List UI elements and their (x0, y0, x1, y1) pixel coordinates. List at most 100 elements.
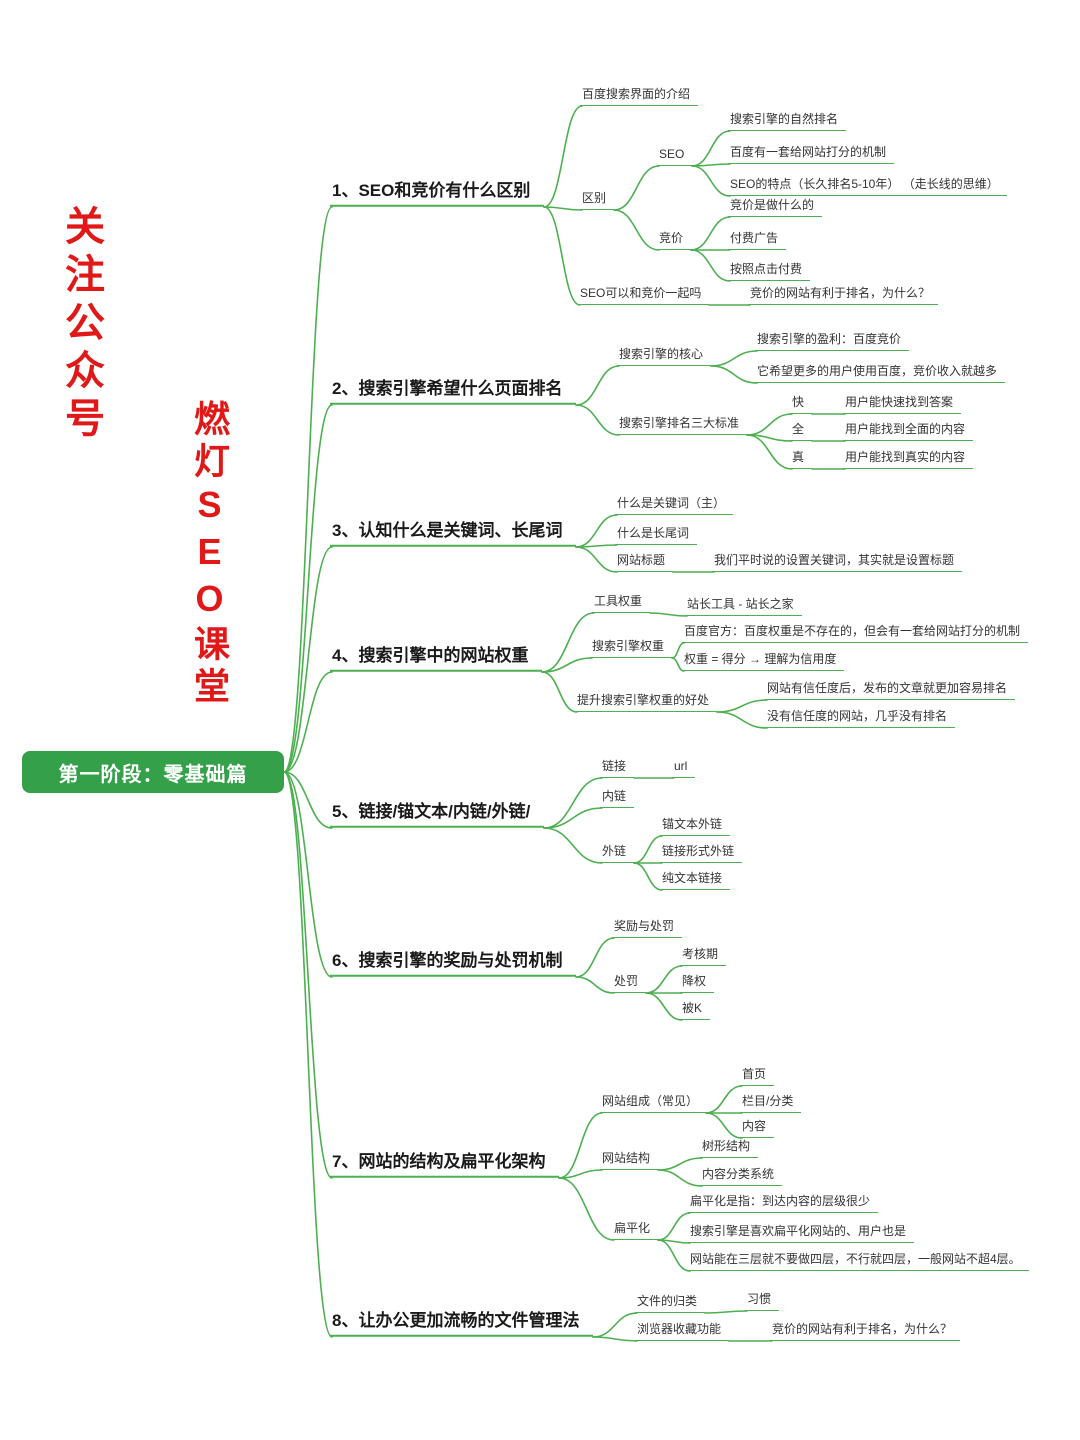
connector-line (543, 827, 603, 864)
mind-node-b1b1c: SEO的特点（长久排名5-10年） （走长线的思维） (728, 177, 1007, 196)
connector-line (283, 546, 333, 773)
connector-line (657, 1212, 691, 1241)
mind-node-t4: 4、搜索引擎中的网站权重 (330, 645, 543, 672)
connector-line (541, 671, 578, 713)
mind-node-b1b1: SEO (657, 147, 693, 166)
mind-node-t1: 1、SEO和竞价有什么区别 (330, 180, 545, 207)
mind-node-b7b1: 树形结构 (700, 1139, 759, 1158)
follow-account-vertical-text: 关注公众号 (59, 205, 103, 445)
mind-node-b6b3: 被K (680, 1001, 711, 1020)
connector-line (283, 771, 333, 978)
mind-node-b2a: 搜索引擎的核心 (617, 347, 712, 366)
mind-node-b2b3: 真 (790, 450, 813, 469)
mind-node-b2b: 搜索引擎排名三大标准 (617, 416, 748, 435)
mind-node-b2b1: 快 (790, 395, 813, 414)
mind-node-b5a1: url (672, 759, 696, 778)
connector-line (645, 992, 683, 1021)
mind-node-b7a3: 内容 (740, 1119, 775, 1138)
connector-line (710, 365, 758, 384)
mind-node-b3a: 什么是关键词（主） (615, 496, 734, 515)
mind-node-b7a: 网站组成（常见） (600, 1094, 707, 1113)
connector-line (543, 777, 603, 829)
connector-line (543, 206, 581, 306)
mind-node-t3: 3、认知什么是关键词、长尾词 (330, 520, 577, 547)
mind-node-b8b: 浏览器收藏功能 (635, 1322, 730, 1341)
mind-node-b1a: 百度搜索界面的介绍 (580, 87, 699, 106)
connector-line (543, 206, 583, 211)
mind-node-b4a: 工具权重 (592, 594, 651, 613)
mind-node-b4b1: 百度官方：百度权重是不存在的，但会有一套给网站打分的机制 (682, 624, 1029, 643)
mind-node-b1b2b: 付费广告 (728, 231, 787, 250)
connector-line (645, 965, 683, 994)
mind-node-b1b1b: 百度有一套给网站打分的机制 (728, 145, 895, 164)
mind-node-b2b2a: 用户能找到全面的内容 (843, 422, 974, 441)
mind-node-b3b: 什么是长尾词 (615, 526, 698, 545)
mind-node-b1c1: 竞价的网站有利于排名，为什么？ (748, 286, 939, 305)
mind-node-b5c2: 链接形式外链 (660, 844, 743, 863)
mind-node-b1b: 区别 (580, 191, 615, 210)
connector-line (657, 1169, 703, 1187)
connector-line (592, 1336, 638, 1342)
mind-node-b3c: 网站标题 (615, 553, 674, 572)
connector-line (575, 365, 620, 406)
mind-node-b4c1: 网站有信任度后，发布的文章就更加容易排名 (765, 681, 1016, 700)
mind-node-b4c2: 没有信任度的网站，几乎没有排名 (765, 709, 956, 728)
connector-line (575, 404, 620, 436)
mind-node-t5: 5、链接/锚文本/内链/外链/ (330, 801, 545, 828)
mind-node-b5c3: 纯文本链接 (660, 871, 731, 890)
connector-line (558, 1169, 603, 1179)
mind-node-t8: 8、让办公更加流畅的文件管理法 (330, 1310, 594, 1337)
mind-node-t6: 6、搜索引擎的奖励与处罚机制 (330, 950, 577, 977)
connector-line (283, 771, 333, 1338)
connector-line (649, 612, 688, 617)
connector-line (575, 937, 615, 978)
mind-node-b3c1: 我们平时说的设置关键词，其实就是设置标题 (712, 553, 963, 572)
brand-vertical-text: 燃灯SEO课堂 (189, 400, 230, 709)
mind-node-b5c1: 锚文本外链 (660, 817, 731, 836)
mind-node-b7c2: 搜索引擎是喜欢扁平化网站的、用户也是 (688, 1224, 915, 1243)
mind-node-b7c3: 网站能在三层就不要做四层，不行就四层，一般网站不超4层。 (688, 1252, 1029, 1271)
mind-node-b7b2: 内容分类系统 (700, 1167, 783, 1186)
mind-node-b7c: 扁平化 (612, 1221, 659, 1240)
mind-node-b5b: 内链 (600, 789, 635, 808)
mind-node-b7a2: 栏目/分类 (740, 1094, 802, 1113)
connector-line (691, 165, 731, 197)
connector-line (541, 612, 595, 673)
connector-line (710, 350, 758, 367)
mind-node-b6b2: 降权 (680, 974, 715, 993)
mind-node-b2a2: 它希望更多的用户使用百度，竞价收入就越多 (755, 364, 1006, 383)
mind-node-b4c: 提升搜索引擎权重的好处 (575, 693, 718, 712)
mind-node-t7: 7、网站的结构及扁平化架构 (330, 1151, 560, 1178)
mind-node-b1b1a: 搜索引擎的自然排名 (728, 112, 847, 131)
connector-line (543, 105, 583, 208)
connector-line (558, 1177, 615, 1241)
connector-line (746, 413, 793, 436)
root-node: 第一阶段：零基础篇 (22, 751, 284, 793)
connector-line (283, 771, 333, 1179)
connector-line (690, 216, 731, 251)
connector-line (543, 807, 603, 829)
mind-node-b5a: 链接 (600, 759, 635, 778)
connector-line (575, 546, 618, 573)
mind-node-b7c1: 扁平化是指：到达内容的层级很少 (688, 1194, 879, 1213)
connector-line (541, 657, 593, 673)
connector-line (716, 699, 768, 713)
mind-node-b2b2: 全 (790, 422, 813, 441)
mind-node-b6b1: 考核期 (680, 947, 727, 966)
connector-line (592, 1312, 638, 1338)
mind-node-b1b2: 竞价 (657, 231, 692, 250)
mind-node-b1c: SEO可以和竞价一起吗 (578, 286, 710, 305)
connector-line (633, 835, 663, 864)
mind-node-t2: 2、搜索引擎希望什么页面排名 (330, 378, 577, 405)
mind-node-b2a1: 搜索引擎的盈利：百度竞价 (755, 332, 910, 351)
connector-line (575, 514, 618, 548)
mind-node-b1b2a: 竞价是做什么的 (728, 198, 823, 217)
mind-node-b7b: 网站结构 (600, 1151, 659, 1170)
connector-line (746, 434, 793, 470)
mind-node-b4a1: 站长工具 - 站长之家 (685, 597, 802, 616)
mind-node-b6b: 处罚 (612, 974, 647, 993)
mind-node-b6a: 奖励与处罚 (612, 919, 683, 938)
mind-node-b8b1: 竞价的网站有利于排名，为什么？ (770, 1322, 961, 1341)
connector-line (283, 404, 333, 773)
